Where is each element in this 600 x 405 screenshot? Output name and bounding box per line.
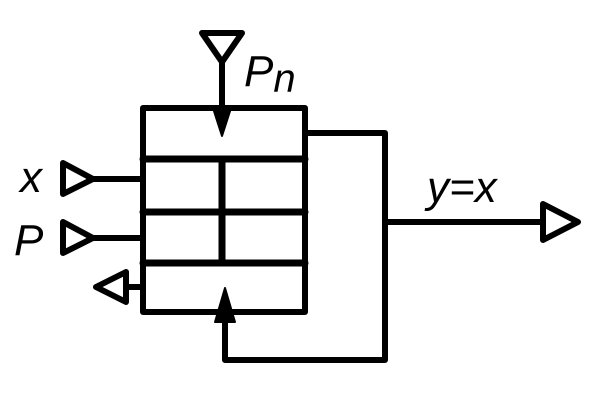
pn-subscript: n bbox=[273, 57, 295, 101]
output-label: y=x bbox=[424, 163, 499, 212]
p-input-triangle-icon bbox=[60, 219, 96, 256]
p-label: P bbox=[14, 216, 44, 265]
x-input-triangle-icon bbox=[60, 160, 96, 197]
feedback-arrowhead-icon bbox=[214, 287, 236, 323]
pn-input-arrowhead-icon bbox=[212, 107, 232, 137]
pn-input-triangle-icon bbox=[199, 30, 245, 65]
x-label: x bbox=[18, 153, 44, 202]
left-output-triangle-icon bbox=[93, 269, 129, 305]
output-triangle-icon bbox=[540, 201, 581, 243]
feedback-loop-wire bbox=[222, 130, 388, 363]
pn-label: Pn bbox=[244, 47, 296, 101]
